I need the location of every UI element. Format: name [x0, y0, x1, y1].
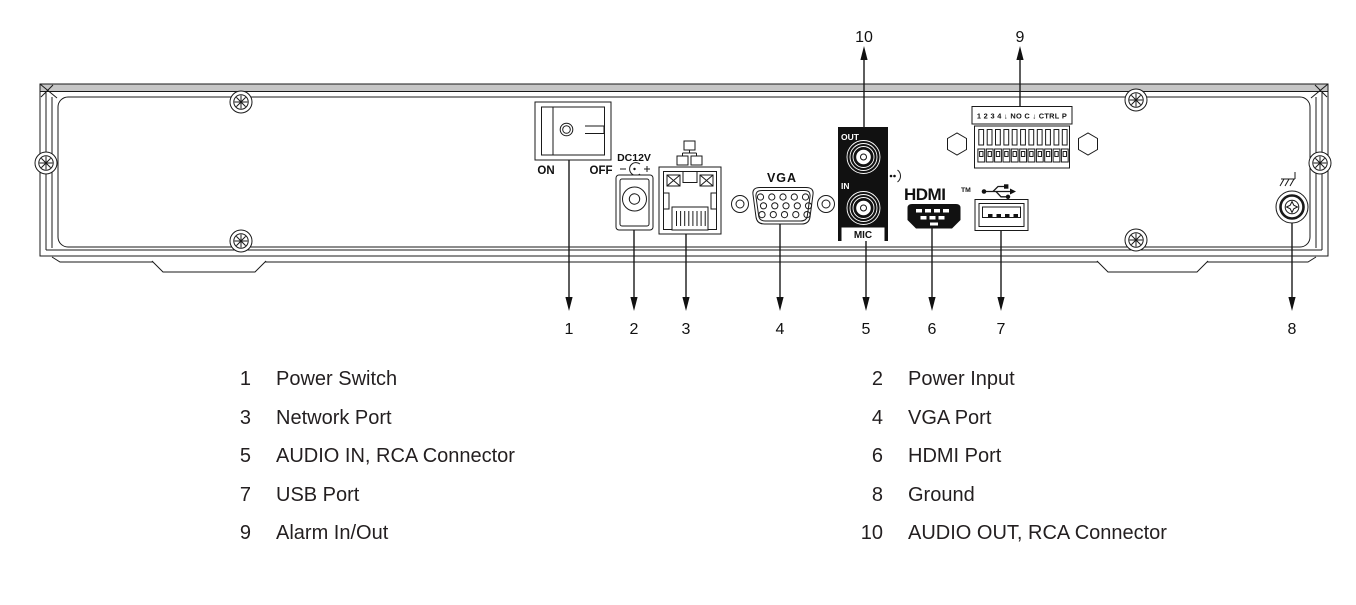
legend-item-number: 5: [239, 445, 251, 467]
audio-in-rca: [846, 191, 881, 225]
ethernet-icon: [676, 140, 703, 166]
callout-10: 10: [855, 29, 873, 46]
legend-item: 5 AUDIO IN, RCA Connector: [205, 445, 515, 467]
legend-item-number: 2: [871, 368, 883, 390]
legend-item-number: 10: [860, 522, 883, 544]
callout-7: 7: [997, 321, 1006, 338]
power-input-dc12v: DC12V: [615, 152, 654, 231]
legend-column-left: 1 Power Switch 3 Network Port 5 AUDIO IN…: [205, 368, 515, 561]
callout-9: 9: [1016, 29, 1025, 46]
legend-item-label: Ground: [908, 483, 975, 506]
dc-polarity-icon: [620, 162, 650, 176]
audio-rca-block: OUT IN MIC: [838, 127, 901, 241]
legend-item: 1 Power Switch: [205, 368, 515, 390]
alarm-strip-label: 1 2 3 4 ↓ NO C ↓ CTRL P: [977, 112, 1067, 121]
legend-item: 3 Network Port: [205, 407, 515, 429]
legend-item: 2 Power Input: [837, 368, 1167, 390]
vga-thumbscrew-left: [731, 195, 749, 213]
callout-leaders: [568, 60, 1293, 297]
legend-item: 8 Ground: [837, 484, 1167, 506]
chassis-foot-left: [151, 260, 267, 273]
speaker-icon: [889, 169, 901, 183]
legend-item: 4 VGA Port: [837, 407, 1167, 429]
callout-1: 1: [565, 321, 574, 338]
ground-terminal: [1275, 172, 1309, 224]
rear-panel-diagram: ON OFF DC12V V: [34, 29, 1332, 338]
legend-item-label: HDMI Port: [908, 445, 1002, 467]
hdmi-port: HDMI TM: [904, 185, 971, 229]
callout-numbers: 1 2 3 4 5 6 7 8 10 9: [565, 29, 1297, 338]
power-off-label: OFF: [590, 165, 613, 177]
legend-item-number: 4: [871, 406, 883, 429]
callout-8: 8: [1288, 321, 1297, 338]
legend-item: 6 HDMI Port: [837, 445, 1167, 467]
power-on-label: ON: [537, 165, 554, 177]
hdmi-tm: TM: [961, 187, 971, 194]
vga-thumbscrew-right: [817, 195, 835, 213]
network-port: [658, 140, 722, 235]
legend-column-right: 2 Power Input 4 VGA Port 6 HDMI Port 8 G…: [837, 368, 1167, 561]
legend-item-label: Power Input: [908, 368, 1015, 390]
legend-item-number: 1: [239, 368, 251, 390]
legend-item: 10 AUDIO OUT, RCA Connector: [837, 522, 1167, 544]
power-switch: ON OFF: [534, 101, 613, 177]
audio-out-rca: [846, 140, 881, 174]
legend-item-label: VGA Port: [908, 406, 992, 429]
dc12v-label: DC12V: [617, 152, 651, 164]
ground-icon: [1279, 172, 1296, 187]
legend-item-label: Alarm In/Out: [276, 522, 389, 544]
legend-item-number: 9: [239, 522, 251, 544]
callout-6: 6: [928, 321, 937, 338]
hex-standoff-left: [947, 132, 967, 156]
legend-item-label: AUDIO OUT, RCA Connector: [908, 522, 1167, 544]
legend-item-number: 6: [871, 445, 883, 467]
vga-port: VGA: [731, 171, 835, 225]
vga-label: VGA: [767, 171, 797, 185]
callout-2: 2: [630, 321, 639, 338]
hex-standoff-right: [1078, 132, 1098, 156]
hdmi-logo: HDMI: [904, 185, 945, 204]
callout-5: 5: [862, 321, 871, 338]
mic-label: MIC: [854, 230, 872, 241]
callout-3: 3: [682, 321, 691, 338]
audio-out-label: OUT: [841, 132, 860, 142]
vga-pins: [756, 193, 813, 219]
legend-item-label: Power Switch: [276, 368, 398, 390]
legend-item: 9 Alarm In/Out: [205, 522, 515, 544]
legend-item-number: 8: [871, 483, 883, 506]
legend-item-number: 3: [239, 406, 251, 429]
callout-arrowheads: [565, 46, 1296, 311]
legend-item-label: Network Port: [276, 406, 392, 429]
legend-item-label: USB Port: [276, 483, 360, 506]
audio-in-label: IN: [841, 181, 850, 191]
chassis-foot-right: [1096, 260, 1209, 273]
callout-4: 4: [776, 321, 785, 338]
legend-item: 7 USB Port: [205, 484, 515, 506]
usb-port: [974, 184, 1029, 231]
usb-icon: [981, 184, 1016, 199]
alarm-terminal-block: 1 2 3 4 ↓ NO C ↓ CTRL P: [947, 106, 1098, 169]
legend-item-number: 7: [239, 483, 251, 506]
legend-item-label: AUDIO IN, RCA Connector: [276, 445, 515, 467]
